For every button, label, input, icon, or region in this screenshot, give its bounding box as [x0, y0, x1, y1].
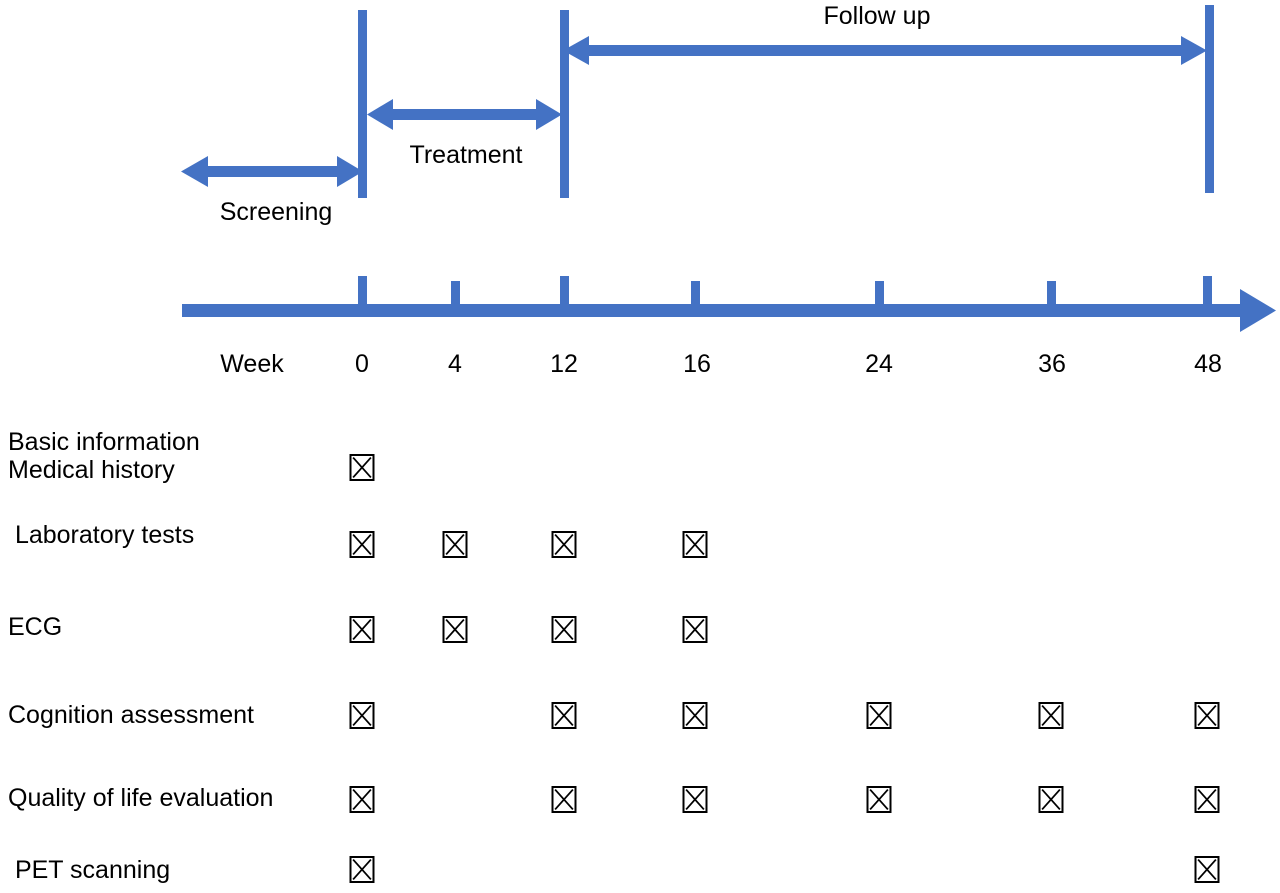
bar-week-0 — [358, 10, 367, 198]
assessment-label-cognition-assessment: Cognition assessment — [8, 701, 254, 729]
assessment-mark[interactable] — [551, 531, 577, 558]
tick-label-week-0: 0 — [355, 350, 369, 378]
x-mark-icon — [352, 456, 372, 479]
x-mark-icon — [352, 788, 372, 811]
tick-week-24 — [875, 281, 884, 308]
tick-label-week-48: 48 — [1194, 350, 1222, 378]
phase-label-follow-up: Follow up — [823, 2, 931, 30]
treatment-arrow — [367, 99, 562, 130]
assessment-label-laboratory-tests: Laboratory tests — [8, 521, 195, 549]
x-mark-icon — [685, 618, 705, 641]
x-mark-icon — [352, 533, 372, 556]
tick-week-36 — [1047, 281, 1056, 308]
assessment-mark[interactable] — [442, 616, 468, 643]
x-mark-icon — [352, 618, 372, 641]
assessment-mark[interactable] — [1194, 856, 1220, 883]
assessment-mark[interactable] — [551, 616, 577, 643]
assessment-mark[interactable] — [866, 702, 892, 729]
assessment-mark[interactable] — [349, 856, 375, 883]
axis-arrowhead — [1240, 289, 1276, 332]
phase-label-treatment: Treatment — [409, 141, 523, 169]
tick-week-12 — [560, 276, 569, 308]
assessment-mark[interactable] — [866, 786, 892, 813]
tick-label-week-16: 16 — [683, 350, 711, 378]
x-mark-icon — [554, 704, 574, 727]
assessment-mark[interactable] — [551, 786, 577, 813]
x-mark-icon — [1197, 704, 1217, 727]
assessment-mark[interactable] — [682, 616, 708, 643]
x-mark-icon — [1041, 704, 1061, 727]
milestone-bars — [358, 5, 1214, 198]
tick-week-0 — [358, 276, 367, 308]
assessment-mark[interactable] — [1194, 702, 1220, 729]
assessment-mark[interactable] — [1038, 786, 1064, 813]
x-mark-icon — [352, 858, 372, 881]
bar-week-12 — [560, 10, 569, 198]
tick-week-16 — [691, 281, 700, 308]
tick-label-week-4: 4 — [448, 350, 462, 378]
screening-arrow — [181, 156, 363, 187]
x-mark-icon — [554, 618, 574, 641]
assessment-mark[interactable] — [442, 531, 468, 558]
tick-week-48 — [1203, 276, 1212, 308]
assessment-label-ecg: ECG — [8, 613, 63, 641]
assessment-mark[interactable] — [682, 702, 708, 729]
axis-line — [182, 304, 1243, 317]
x-mark-icon — [352, 704, 372, 727]
x-mark-icon — [685, 533, 705, 556]
assessment-mark[interactable] — [349, 702, 375, 729]
x-mark-icon — [445, 618, 465, 641]
assessment-mark[interactable] — [1194, 786, 1220, 813]
bar-week-48 — [1205, 5, 1214, 193]
follow-up-arrow — [563, 36, 1207, 65]
assessment-mark[interactable] — [551, 702, 577, 729]
x-mark-icon — [869, 704, 889, 727]
axis-ticks — [358, 276, 1212, 308]
x-mark-icon — [685, 788, 705, 811]
tick-week-4 — [451, 281, 460, 308]
assessment-label-pet-scanning: PET scanning — [8, 856, 171, 884]
assessment-mark[interactable] — [682, 531, 708, 558]
tick-label-week-36: 36 — [1038, 350, 1066, 378]
assessment-label-basic-information-medical-history: Basic information Medical history — [8, 428, 200, 484]
assessment-mark[interactable] — [349, 786, 375, 813]
x-mark-icon — [1197, 788, 1217, 811]
assessment-mark[interactable] — [349, 531, 375, 558]
x-mark-icon — [1197, 858, 1217, 881]
assessment-mark[interactable] — [682, 786, 708, 813]
week-axis — [182, 276, 1276, 332]
assessment-mark[interactable] — [349, 454, 375, 481]
x-mark-icon — [1041, 788, 1061, 811]
axis-label-week: Week — [220, 350, 284, 378]
tick-label-week-12: 12 — [550, 350, 578, 378]
assessment-mark[interactable] — [1038, 702, 1064, 729]
assessment-mark[interactable] — [349, 616, 375, 643]
x-mark-icon — [554, 533, 574, 556]
assessment-label-quality-of-life-evaluation: Quality of life evaluation — [8, 784, 274, 812]
x-mark-icon — [685, 704, 705, 727]
phase-label-screening: Screening — [219, 198, 333, 226]
x-mark-icon — [445, 533, 465, 556]
x-mark-icon — [869, 788, 889, 811]
tick-label-week-24: 24 — [865, 350, 893, 378]
x-mark-icon — [554, 788, 574, 811]
